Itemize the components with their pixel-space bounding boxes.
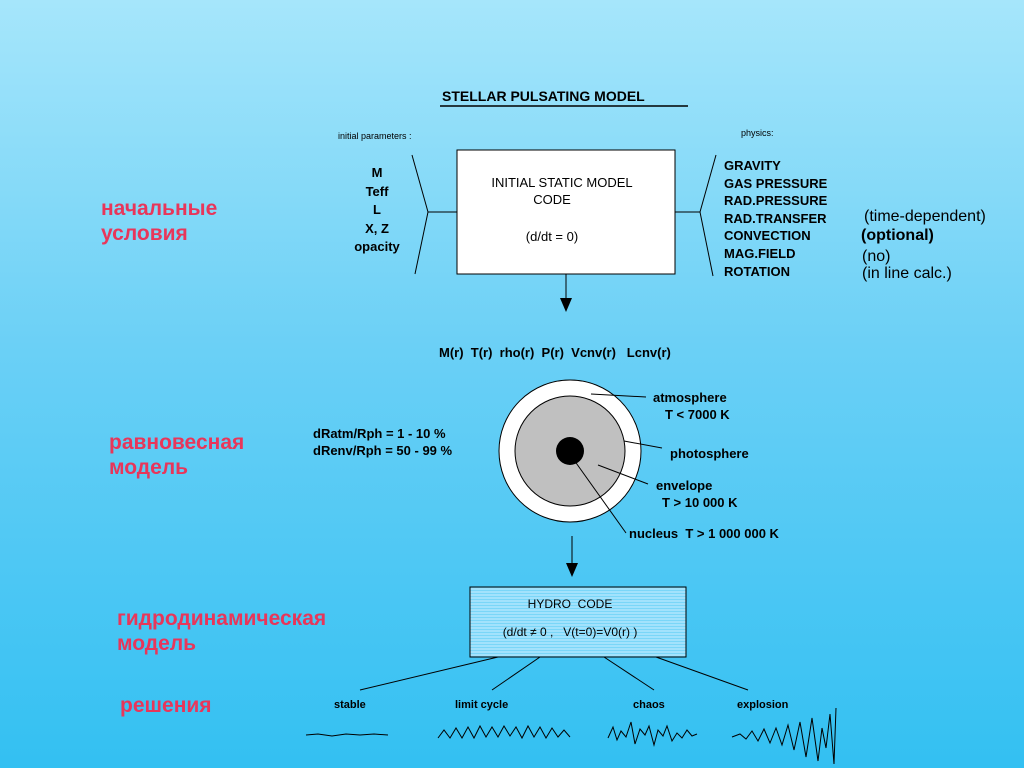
envelope-label: envelope (656, 478, 713, 493)
hydro-box-formula: (d/dt ≠ 0 , V(t=0)=V0(r) ) (502, 625, 638, 639)
ratio-envelope: dRenv/Rph = 50 - 99 % (313, 443, 453, 458)
nucleus-core (556, 437, 584, 465)
outcome-stable: stable (334, 699, 366, 711)
stage-label-equilibrium: равновесная модель (109, 430, 244, 480)
note-rad-transfer: (time-dependent) (864, 208, 986, 225)
layer-leaders (573, 393, 663, 534)
initial-box-line1: INITIAL STATIC MODEL (491, 175, 633, 190)
stage-label-initial-line2: условия (101, 222, 188, 245)
physics-rad-pressure: RAD.PRESSURE (724, 193, 828, 209)
stage-label-solutions: решения (120, 694, 212, 717)
param-mass: M (371, 165, 383, 180)
physics-convection: CONVECTION (724, 228, 811, 244)
physics-heading: physics: (741, 128, 774, 138)
arrow-down-1 (560, 274, 572, 312)
physics-rotation: ROTATION (724, 263, 790, 279)
arrow-down-2 (566, 536, 578, 577)
physics-rad-transfer: RAD.TRANSFER (724, 210, 827, 226)
stage-label-hydro-line1: гидродинамическая (117, 607, 327, 630)
stage-label-hydro: гидродинамическая модель (117, 606, 326, 656)
outcome-branches (359, 656, 749, 691)
atmosphere-temp: T < 7000 K (665, 407, 730, 422)
stage-label-hydro-line2: модель (117, 632, 197, 655)
physics-gravity: GRAVITY (724, 158, 781, 173)
params-bracket (411, 154, 457, 275)
outcome-limit-cycle: limit cycle (455, 699, 509, 711)
structure-profiles: M(r) T(r) rho(r) P(r) Vcnv(r) Lcnv(r) (439, 345, 671, 360)
nucleus-label: nucleus T > 1 000 000 K (629, 526, 779, 541)
outcome-explosion: explosion (737, 699, 789, 711)
ratios: dRatm/Rph = 1 - 10 % dRenv/Rph = 50 - 99… (313, 425, 452, 459)
hydro-box-title: HYDRO CODE (527, 597, 613, 611)
envelope-temp: T > 10 000 K (662, 495, 738, 510)
note-convection: (optional) (861, 227, 934, 244)
stage-label-initial: начальные условия (101, 196, 217, 246)
physics-list: GRAVITY GAS PRESSURE RAD.PRESSURE RAD.TR… (724, 157, 827, 280)
initial-box-line3: (d/dt = 0) (525, 229, 579, 244)
outcome-chaos: chaos (633, 699, 665, 711)
param-composition: X, Z (365, 220, 389, 236)
param-luminosity: L (373, 202, 381, 217)
initial-model-box (456, 149, 676, 275)
ratio-atmosphere: dRatm/Rph = 1 - 10 % (313, 426, 446, 441)
stage-label-initial-line1: начальные (101, 197, 218, 220)
note-mag-field: (no) (862, 248, 891, 265)
physics-gas-pressure: GAS PRESSURE (724, 175, 828, 191)
stable-waveform (305, 733, 389, 737)
note-rotation: (in line calc.) (862, 265, 952, 282)
param-teff: Teff (365, 183, 389, 199)
params-list: M Teff L X, Z opacity (347, 164, 407, 257)
limit-cycle-waveform (437, 724, 571, 740)
chaos-waveform (607, 721, 698, 747)
param-opacity: opacity (354, 239, 400, 254)
atmosphere-label: atmosphere (653, 390, 727, 405)
diagram-title: STELLAR PULSATING MODEL (442, 88, 645, 104)
stage-label-equilibrium-line2: модель (109, 456, 189, 479)
hydro-code-box (469, 586, 687, 658)
explosion-waveform (731, 707, 837, 765)
physics-bracket (675, 154, 717, 277)
stage-label-equilibrium-line1: равновесная (109, 431, 245, 454)
params-heading: initial parameters : (338, 131, 412, 141)
initial-box-line2: CODE (533, 192, 571, 207)
photosphere-label: photosphere (670, 446, 749, 461)
physics-mag-field: MAG.FIELD (724, 245, 796, 261)
